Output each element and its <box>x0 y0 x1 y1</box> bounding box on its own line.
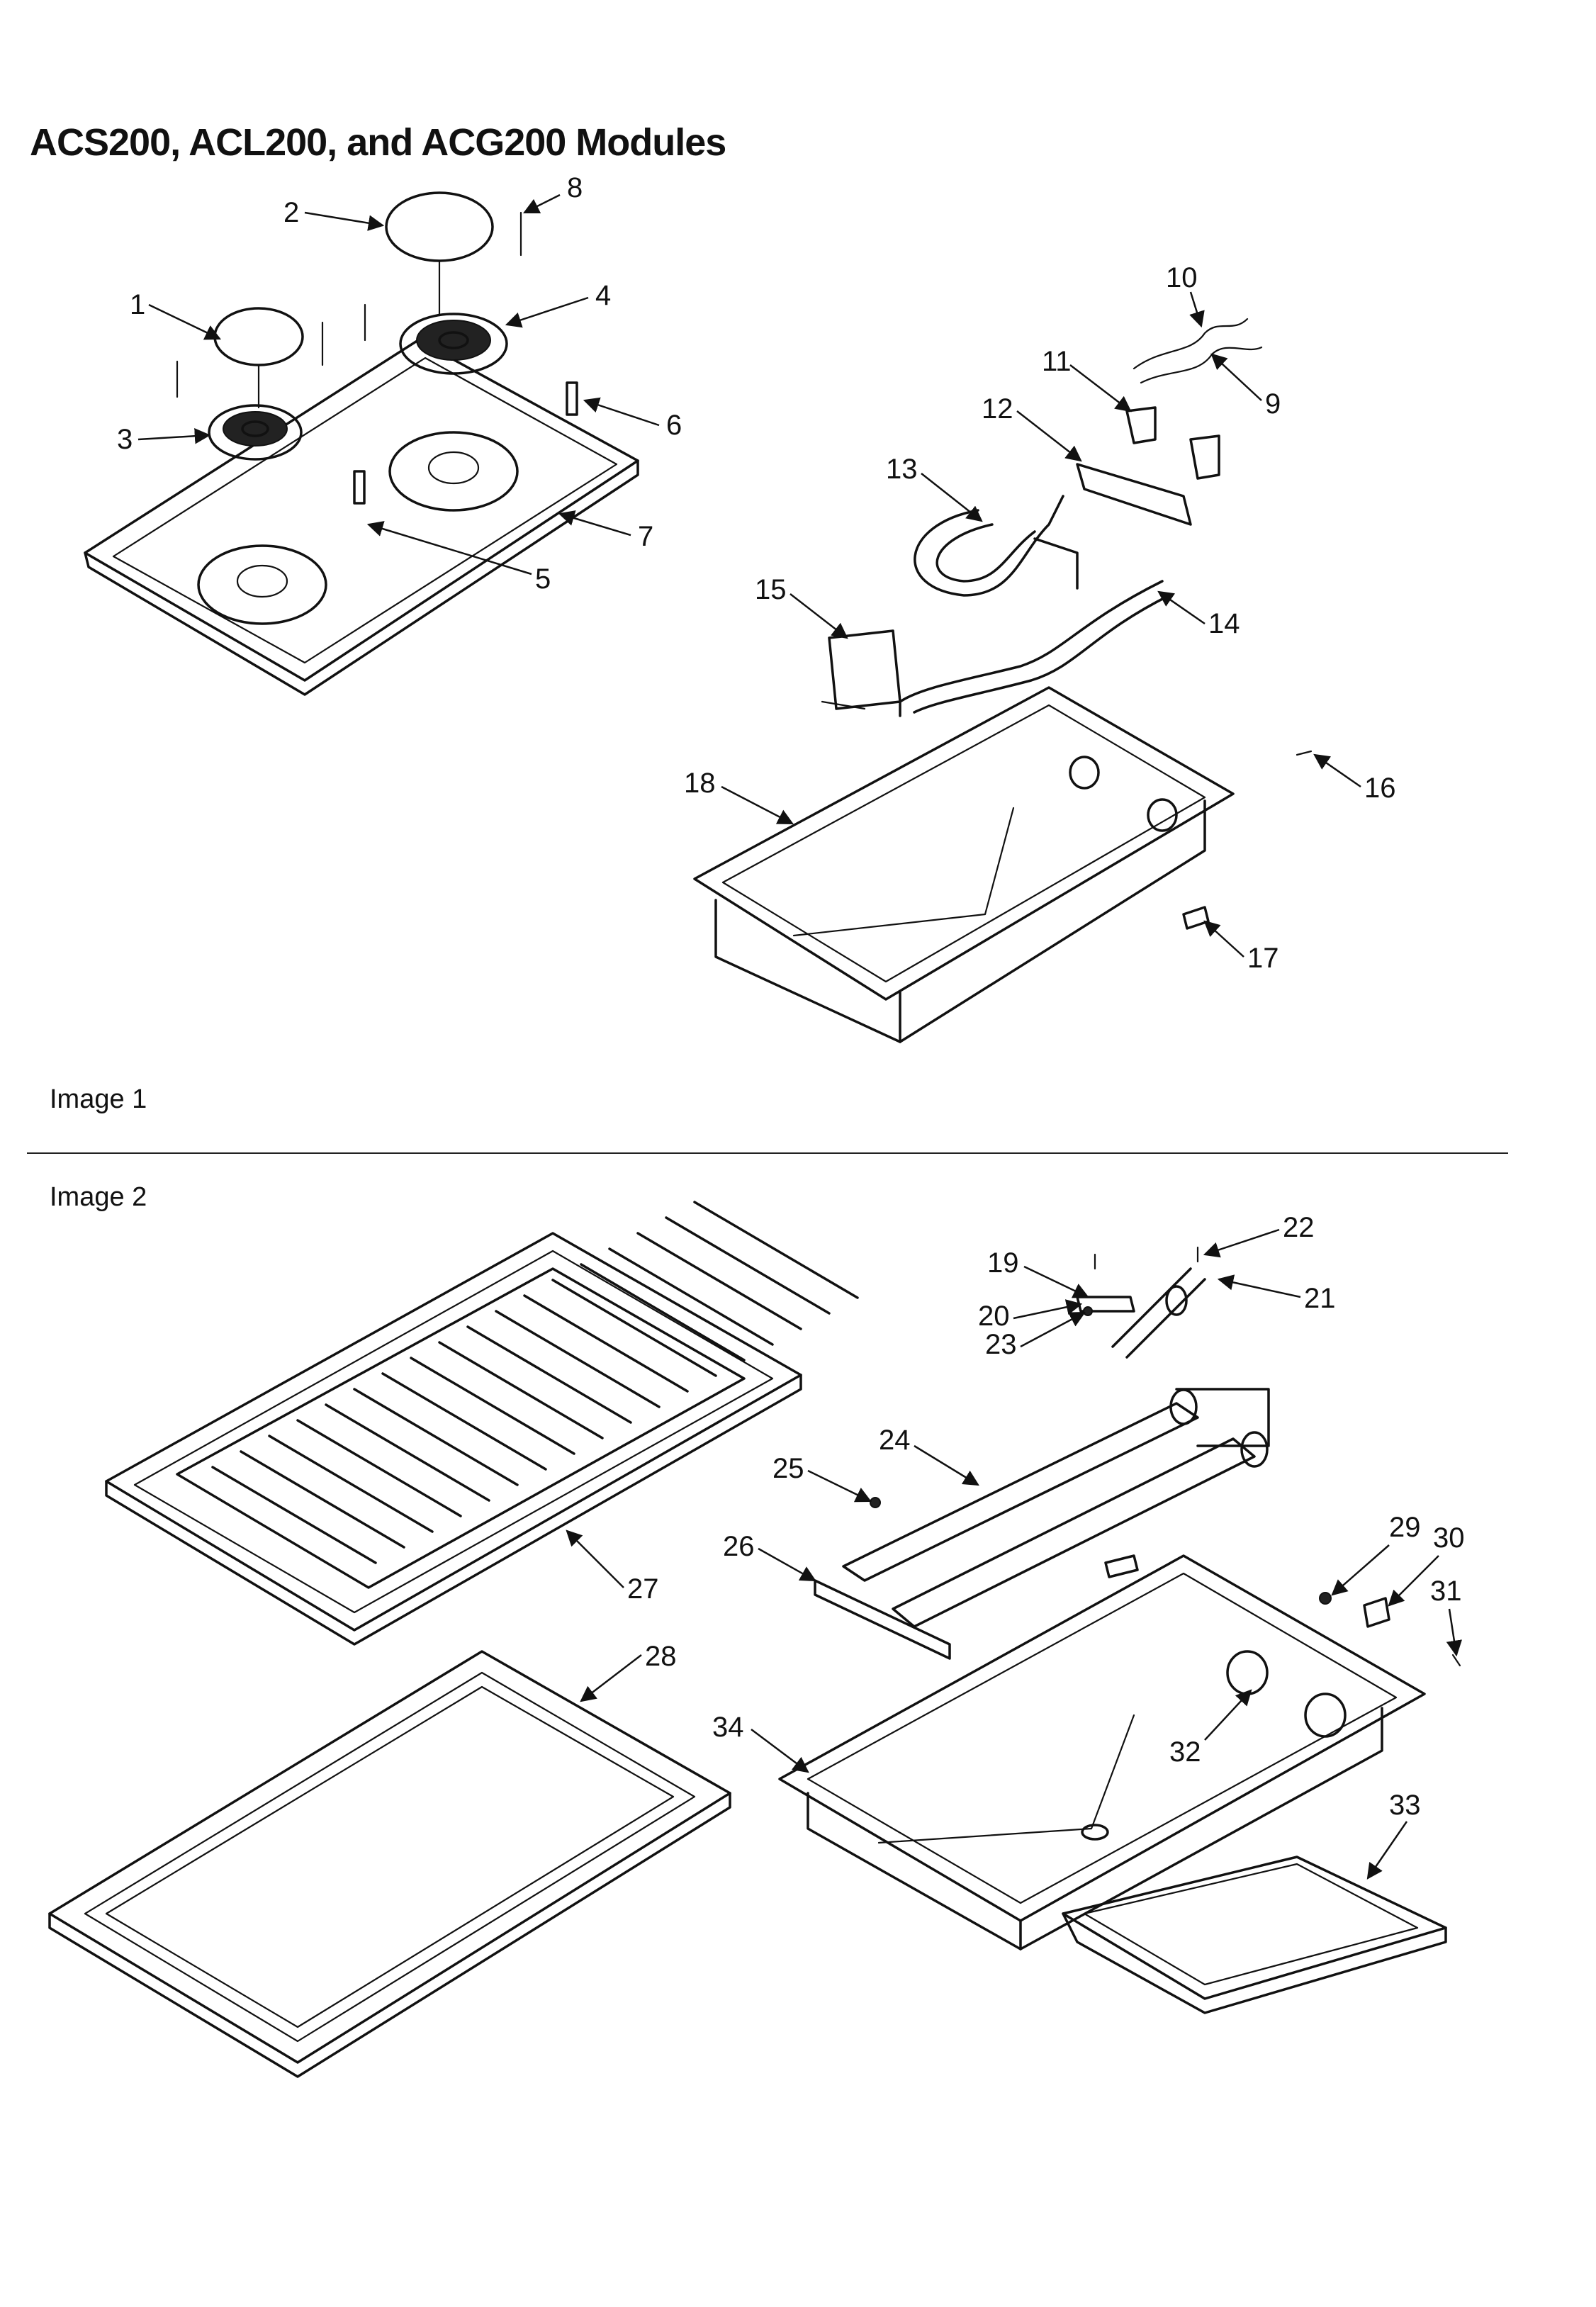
grate-bar <box>410 1357 575 1455</box>
part-label: 33 <box>1389 1790 1421 1821</box>
burner-box <box>693 686 1235 1043</box>
part-label: 15 <box>755 574 787 605</box>
part-label: 17 <box>1247 943 1279 974</box>
grate-bar <box>608 1247 774 1346</box>
mounting-clips <box>1125 406 1220 480</box>
igniter-electrodes <box>176 211 578 505</box>
burner-head-small <box>208 404 303 461</box>
part-label: 4 <box>595 280 611 311</box>
part-label: 25 <box>772 1453 804 1484</box>
grate-bar <box>240 1450 405 1549</box>
grill-burner-box <box>778 1554 1426 1950</box>
grill-grate <box>105 1232 802 1646</box>
grate-bar <box>551 1279 717 1377</box>
part-label: 10 <box>1166 262 1198 293</box>
part-label: 7 <box>638 521 653 552</box>
burner-cap-small <box>213 307 304 409</box>
burner-cap-large <box>385 191 494 317</box>
part-label: 31 <box>1430 1576 1462 1607</box>
grate-bar <box>325 1403 490 1502</box>
grate-bar <box>580 1263 746 1362</box>
grate-bar <box>665 1216 831 1315</box>
part-label: 30 <box>1433 1522 1465 1554</box>
grate-bar <box>466 1325 632 1424</box>
part-label: 32 <box>1169 1736 1201 1768</box>
grate-bar <box>353 1388 519 1486</box>
valve-and-fittings <box>1076 1246 1206 1359</box>
grate-bar <box>693 1201 859 1299</box>
image-2-caption: Image 2 <box>50 1182 147 1212</box>
part-label: 3 <box>117 424 133 455</box>
grate-bar <box>523 1294 689 1393</box>
part-label: 1 <box>130 289 145 320</box>
griddle-plate <box>48 1650 731 2078</box>
part-label: 22 <box>1283 1212 1315 1243</box>
grate-bar <box>381 1372 547 1471</box>
image-1-caption: Image 1 <box>50 1084 147 1114</box>
burner-head-large <box>399 313 508 375</box>
part-label: 13 <box>886 454 918 485</box>
part-label: 8 <box>567 172 583 203</box>
part-label: 19 <box>987 1247 1019 1279</box>
grate-bars <box>211 1201 859 1564</box>
part-labels-image-1: 1 2 3 4 5 6 7 8 9 10 11 12 13 14 15 16 1… <box>117 172 1396 974</box>
grate-bar <box>268 1435 434 1533</box>
part-label: 23 <box>985 1329 1017 1360</box>
part-label: 34 <box>712 1712 744 1743</box>
part-label: 24 <box>879 1425 911 1456</box>
grate-bar <box>296 1419 462 1517</box>
grill-burner-assembly <box>842 1388 1270 1628</box>
page-title: ACS200, ACL200, and ACG200 Modules <box>30 121 726 164</box>
grate-bar <box>495 1310 661 1408</box>
part-label: 12 <box>982 393 1013 425</box>
part-labels-image-2: 19 20 21 22 23 24 25 26 27 28 29 30 31 3… <box>566 1212 1465 1880</box>
section-divider <box>27 1152 1508 1154</box>
part-label: 6 <box>666 410 682 441</box>
part-label: 27 <box>627 1573 659 1605</box>
mounting-bracket <box>821 629 901 710</box>
part-label: 16 <box>1364 773 1396 804</box>
part-label: 20 <box>978 1301 1010 1332</box>
grate-bar <box>438 1341 604 1439</box>
part-label: 29 <box>1389 1512 1421 1543</box>
part-label: 21 <box>1304 1283 1336 1314</box>
part-label: 26 <box>723 1531 755 1562</box>
drip-tray <box>1062 1856 1447 2014</box>
part-label: 5 <box>535 563 551 595</box>
part-label: 28 <box>645 1641 677 1672</box>
cooktop-plate <box>84 339 639 696</box>
gas-supply-tube <box>899 580 1171 717</box>
screws-and-clips <box>870 1497 1461 1667</box>
part-label: 11 <box>1042 346 1072 377</box>
igniter-bracket <box>1076 463 1192 526</box>
wire-harness <box>1133 318 1263 384</box>
burner-tube-loop <box>914 495 1079 597</box>
part-label: 2 <box>283 197 299 228</box>
burner-support-bracket <box>814 1579 951 1660</box>
part-label: 14 <box>1208 608 1240 639</box>
grate-bar <box>636 1232 802 1330</box>
screw-and-clip <box>1182 750 1313 930</box>
part-label: 18 <box>684 768 716 799</box>
grate-bar <box>211 1466 377 1564</box>
part-label: 9 <box>1265 388 1281 420</box>
